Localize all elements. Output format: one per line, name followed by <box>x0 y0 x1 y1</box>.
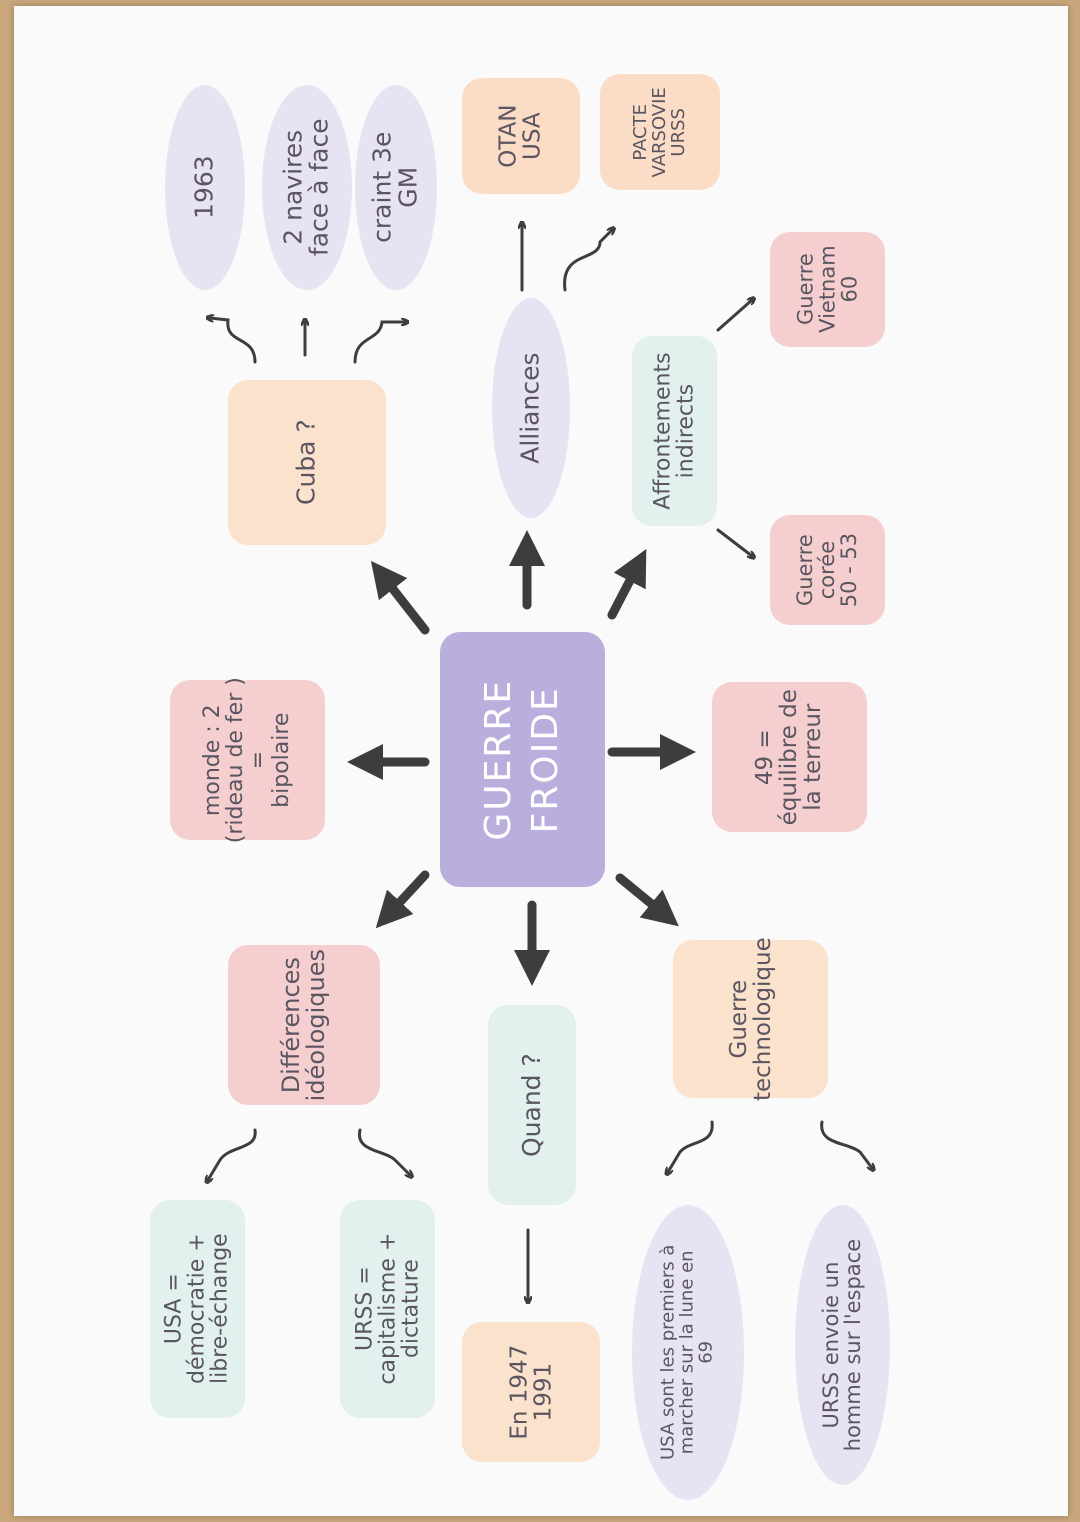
node-1963: 1963 <box>165 85 245 290</box>
node-monde-line-1: monde : 2 <box>200 704 226 816</box>
node-lune-line-3: 69 <box>695 1341 717 1364</box>
node-alliances-text: Alliances <box>515 352 545 464</box>
node-vietnam-line-1: Guerre <box>793 253 818 326</box>
center-line-1: GUERRE <box>477 678 519 841</box>
node-navires-line-2: face à face <box>305 118 334 257</box>
node-usa-line-3: libre-échange <box>208 1233 234 1385</box>
node-coree-line-2: corée <box>815 540 840 600</box>
node-equilibre-line-2: équilibre de <box>776 688 803 826</box>
node-urss-line-3: dictature <box>398 1259 424 1359</box>
node-cuba-text: Cuba ? <box>291 419 321 506</box>
center-line-2: FROIDE <box>524 685 566 834</box>
node-otan-line-2: USA <box>520 112 546 160</box>
node-pacte-line-2: VARSOVIE <box>648 86 670 178</box>
node-espace-line-2: homme sur l'espace <box>841 1238 866 1452</box>
node-dates-line-1: En 1947 <box>505 1344 532 1440</box>
node-affrontements-line-1: Affrontements <box>650 352 676 510</box>
node-monde: monde : 2(rideau de fer )=bipolaire <box>170 676 325 844</box>
node-affrontements-line-2: indirects <box>673 383 699 479</box>
node-urss-line-2: capitalisme + <box>374 1233 400 1385</box>
node-craint-line-2: GM <box>394 167 424 208</box>
node-quand-text: Quand ? <box>516 1053 546 1157</box>
node-cuba: Cuba ? <box>228 380 386 545</box>
node-urss: URSS =capitalisme +dictature <box>340 1200 435 1418</box>
node-craint-line-1: craint 3e <box>367 131 397 244</box>
node-espace-line-1: URSS envoie un <box>819 1261 844 1429</box>
node-pacte-line-1: PACTE <box>629 103 651 161</box>
node-usa: USA =démocratie +libre-échange <box>150 1200 245 1418</box>
node-usa-line-2: démocratie + <box>184 1233 210 1385</box>
node-navires-line-1: 2 navires <box>278 130 308 245</box>
node-1963-text: 1963 <box>189 155 219 220</box>
node-quand: Quand ? <box>488 1005 576 1205</box>
node-urss-line-1: URSS = <box>351 1266 377 1352</box>
node-dates-line-2: 1991 <box>530 1362 556 1422</box>
node-coree-line-3: 50 - 53 <box>837 532 862 608</box>
node-differences-line-1: Différences <box>276 956 305 1094</box>
node-technologique-line-2: technologique <box>749 937 776 1101</box>
node-differences-line-2: idéologiques <box>302 948 331 1102</box>
node-technologique-line-1: Guerre <box>725 979 752 1059</box>
node-usa-line-1: USA = <box>161 1273 187 1345</box>
node-monde-line-2: (rideau de fer ) <box>223 676 249 844</box>
node-coree-line-1: Guerre <box>793 534 818 606</box>
node-equilibre-line-1: 49 = <box>752 729 779 785</box>
node-otan-line-1: OTAN <box>495 104 522 168</box>
node-alliances: Alliances <box>492 298 570 518</box>
node-monde-line-4: bipolaire <box>269 712 295 808</box>
node-vietnam-line-2: Vietnam <box>815 245 840 334</box>
node-pacte-line-3: URSS <box>667 107 689 157</box>
node-equilibre-line-3: la terreur <box>800 703 827 811</box>
node-monde-line-3: = <box>246 750 272 770</box>
node-vietnam-line-3: 60 <box>837 276 862 303</box>
